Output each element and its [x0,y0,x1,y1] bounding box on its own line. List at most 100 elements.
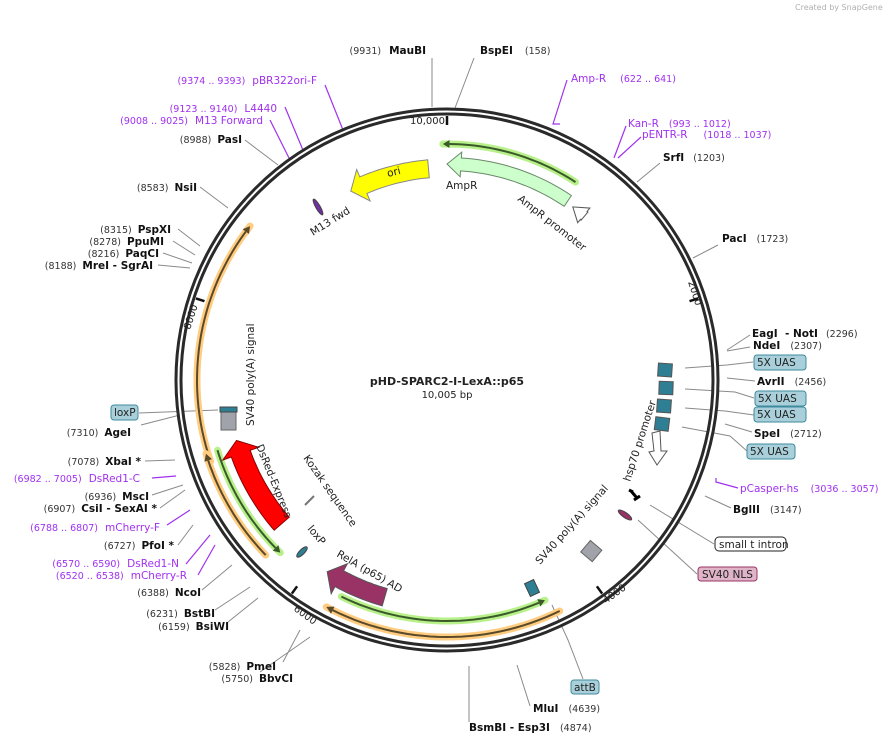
enzyme-xbai[interactable]: (7078)XbaI * [68,456,142,468]
uas-label-3[interactable]: 5X UAS [753,406,807,423]
feature-label-ori[interactable]: ori [386,165,402,180]
leader-line [726,346,751,352]
enzyme-ncoi[interactable]: (6388)NcoI [137,587,201,599]
enzyme-bsmbi-esp3i[interactable]: BsmBI - Esp3I(4874) [469,722,592,734]
enzyme-srfi[interactable]: SrfI(1203) [663,152,725,164]
leader-line [726,334,751,351]
enzyme-eagi-noti[interactable]: EagI - NotI(2296) [752,328,858,340]
snapgene-watermark: Created by SnapGene [795,3,883,12]
uas-block-3 [656,398,672,414]
enzyme-paci[interactable]: PacI(1723) [722,233,788,245]
feature-label-sv40-polya-right[interactable]: SV40 poly(A) signal [533,483,611,567]
small-t-intron-mark [628,488,641,502]
enzyme-maubi[interactable]: (9931)MauBI [349,45,426,57]
enzyme-labels-right: BspEI(158) SrfI(1203) PacI(1723) EagI - … [469,45,858,734]
feature-label-sv40-polya-left[interactable]: SV40 poly(A) signal [245,323,257,426]
enzyme-paqci[interactable]: (8216)PaqCI [88,248,159,260]
orange-arc-lower-left [207,460,267,556]
enzyme-msci[interactable]: (6936)MscI [85,491,149,503]
primer-l4440[interactable]: (9123 .. 9140)L4440 [170,103,277,115]
enzyme-avrii[interactable]: AvrII(2456) [757,376,826,388]
leader-line [551,604,584,680]
leader-line [684,388,755,399]
leader-line [259,636,311,673]
primer-leader-line [151,475,177,479]
orange-arc-top-left-head [242,226,250,234]
primer-leader-line [617,136,642,159]
enzyme-bspei[interactable]: BspEI(158) [480,45,550,57]
enzyme-pmei[interactable]: (5828)PmeI [209,661,276,673]
primer-dsred1-c[interactable]: (6982 .. 7005)DsRed1-C [14,473,140,485]
primer-pbr322ori-f[interactable]: (9374 .. 9393)pBR322ori-F [177,75,317,87]
primer-pcasper-hs[interactable]: pCasper-hs(3036 .. 3057) [740,483,878,495]
small-t-intron-label[interactable]: small t intron [714,536,789,552]
enzyme-bstbi[interactable]: (6231)BstBI [146,608,215,620]
feature-label-kozak[interactable]: Kozak sequence [301,453,359,529]
boxed-feature-labels: 5X UAS 5X UAS 5X UAS 5X UAS small t intr… [110,354,807,695]
attb-label[interactable]: attB [570,679,600,695]
ampr-arrow [446,150,573,207]
enzyme-spei[interactable]: SpeI(2712) [754,428,822,440]
uas-label-1[interactable]: 5X UAS [753,354,807,371]
ampr-promoter-arrow [572,206,591,224]
primer-m13-forward[interactable]: (9008 .. 9025)M13 Forward [120,115,263,127]
uas-block-2 [658,380,674,396]
primer-mcherry-f[interactable]: (6788 .. 6807)mCherry-F [30,522,160,534]
loxp-left-block [219,406,238,413]
orange-arc-bottom-head [326,606,335,614]
enzyme-ndei[interactable]: NdeI(2307) [753,340,822,352]
plasmid-name: pHD-SPARC2-I-LexA::p65 [370,375,524,388]
primer-amp-r[interactable]: Amp-R(622 .. 641) [571,73,676,85]
rela-arrow [326,562,388,607]
enzyme-ppumi[interactable]: (8278)PpuMI [89,236,164,248]
svg-text:5X UAS: 5X UAS [757,357,796,369]
enzyme-mlui[interactable]: MluI(4639) [533,703,600,715]
hsp70-promoter-arrow [648,430,668,466]
feature-label-loxp[interactable]: loxP [305,523,328,547]
primer-leader-line [197,544,216,576]
uas-label-4[interactable]: 5X UAS [746,443,796,460]
feature-label-m13-fwd[interactable]: M13 fwd [308,205,352,239]
primer-mcherry-r[interactable]: (6520 .. 6538)mCherry-R [56,570,187,582]
primer-leader-line [324,84,346,136]
uas-label-2[interactable]: 5X UAS [754,390,807,407]
leader-line [282,629,301,663]
leader-lines [138,57,756,722]
feature-label-ampr[interactable]: AmpR [446,180,477,192]
enzyme-pfoi[interactable]: (6727)PfoI * [104,540,175,552]
enzyme-nsii[interactable]: (8583)NsiI [137,182,197,194]
leader-line [162,252,193,264]
enzyme-mrei-sgrai[interactable]: (8188)MreI - SgrAI [45,260,153,272]
enzyme-bbvci[interactable]: (5750)BbvCI [221,673,293,685]
leader-line [227,597,259,623]
enzyme-csii-sexai[interactable]: (6907)CsiI - SexAI * [44,503,158,515]
sv40-polya-left-block [220,411,237,431]
svg-text:5X UAS: 5X UAS [757,409,796,421]
enzyme-pspxi[interactable]: (8315)PspXI [100,224,171,236]
tick-4000 [595,585,604,595]
dsred-express-arrow [221,439,291,531]
orange-arc-bottom [332,609,561,639]
enzyme-pasi[interactable]: (8988)PasI [180,134,242,146]
leader-line [214,586,251,611]
primer-leader-line [185,534,211,565]
sv40-nls-label[interactable]: SV40 NLS [697,566,758,582]
uas-block-1 [657,362,673,378]
leader-line [157,264,191,269]
feature-label-ampr-promoter[interactable]: AmpR promoter [515,193,589,254]
enzyme-agei[interactable]: (7310)AgeI [67,427,131,439]
plasmid-length: 10,005 bp [422,390,473,401]
primer-dsred1-n[interactable]: (6570 .. 6590)DsRed1-N [52,558,179,570]
leader-line [199,186,229,209]
loxp-label[interactable]: loxP [110,404,139,421]
primer-kan-r[interactable]: Kan-R(993 .. 1012) [628,118,731,130]
leader-line [516,664,531,707]
tick-label-10000: 10,000 [410,116,445,127]
enzyme-bglii[interactable]: BglII(3147) [733,504,802,516]
backbone-inner-gap [177,110,717,650]
leader-line [244,139,279,166]
enzyme-bsiwi[interactable]: (6159)BsiWI [158,621,229,633]
primer-pentr-r[interactable]: pENTR-R(1018 .. 1037) [642,129,771,141]
primer-leader-line [269,119,291,161]
